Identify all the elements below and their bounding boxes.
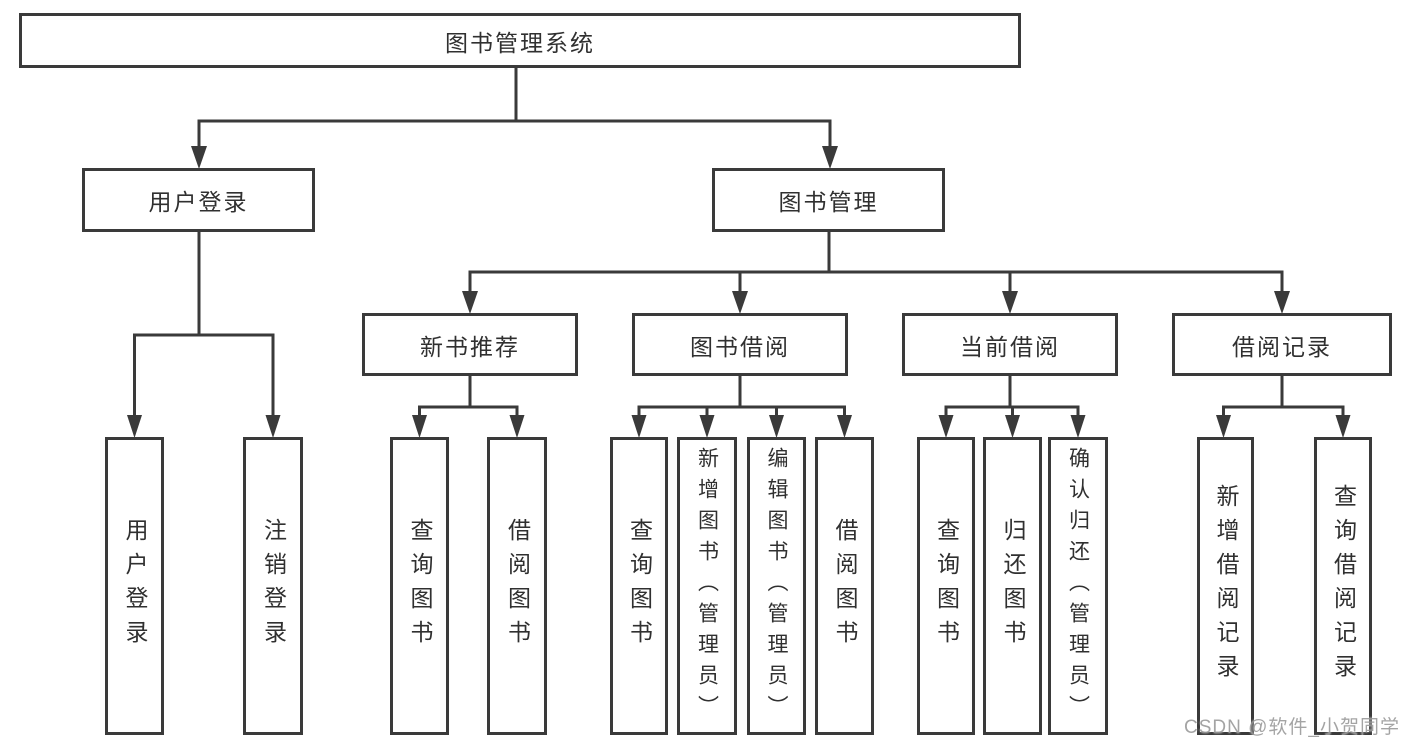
node-label: 图书借阅 <box>690 333 790 360</box>
node-leaf-logout: 注销登录 <box>243 437 303 735</box>
node-borrow-records: 借阅记录 <box>1172 313 1392 376</box>
node-label: 当前借阅 <box>960 333 1060 360</box>
node-user-login: 用户登录 <box>82 168 315 232</box>
node-label: 借阅图书 <box>504 518 531 654</box>
node-book-borrow: 图书借阅 <box>632 313 848 376</box>
node-leaf-confirm-return-admin: 确认归还（管理员） <box>1048 437 1108 735</box>
node-book-management: 图书管理 <box>712 168 945 232</box>
node-label: 归还图书 <box>1000 518 1026 654</box>
node-leaf-add-book-admin: 新增图书（管理员） <box>677 437 737 735</box>
node-leaf-borrow-books: 借阅图书 <box>815 437 874 735</box>
node-leaf-user-login: 用户登录 <box>105 437 164 735</box>
node-label: 图书管理 <box>778 189 879 215</box>
node-label: 确认归还（管理员） <box>1066 446 1090 726</box>
node-current-borrow: 当前借阅 <box>902 313 1118 376</box>
node-label: 借阅图书 <box>832 518 858 654</box>
node-label: 借阅记录 <box>1232 333 1332 360</box>
node-leaf-search-books-borrow: 查询图书 <box>610 437 668 735</box>
node-library-management-system: 图书管理系统 <box>19 13 1021 68</box>
node-new-book-recommend: 新书推荐 <box>362 313 578 376</box>
node-leaf-search-books-recommend: 查询图书 <box>390 437 449 735</box>
node-label: 注销登录 <box>260 518 287 654</box>
node-label: 用户登录 <box>148 189 249 215</box>
node-leaf-borrow-books-recommend: 借阅图书 <box>487 437 547 735</box>
node-leaf-search-borrow-record: 查询借阅记录 <box>1314 437 1372 735</box>
node-label: 新增借阅记录 <box>1213 484 1239 688</box>
node-leaf-edit-book-admin: 编辑图书（管理员） <box>747 437 806 735</box>
node-label: 编辑图书（管理员） <box>765 446 788 726</box>
node-leaf-return-books: 归还图书 <box>983 437 1042 735</box>
node-leaf-add-borrow-record: 新增借阅记录 <box>1197 437 1254 735</box>
node-label: 用户登录 <box>122 518 148 654</box>
node-label: 查询图书 <box>407 518 433 654</box>
node-label: 图书管理系统 <box>445 29 595 56</box>
node-label: 新增图书（管理员） <box>695 446 719 726</box>
node-label: 新书推荐 <box>420 333 520 360</box>
node-label: 查询图书 <box>626 518 653 654</box>
watermark: CSDN @软件_小贺同学 <box>1184 717 1400 738</box>
node-leaf-search-books-current: 查询图书 <box>917 437 975 735</box>
node-label: 查询图书 <box>933 518 960 654</box>
node-label: 查询借阅记录 <box>1330 484 1357 688</box>
